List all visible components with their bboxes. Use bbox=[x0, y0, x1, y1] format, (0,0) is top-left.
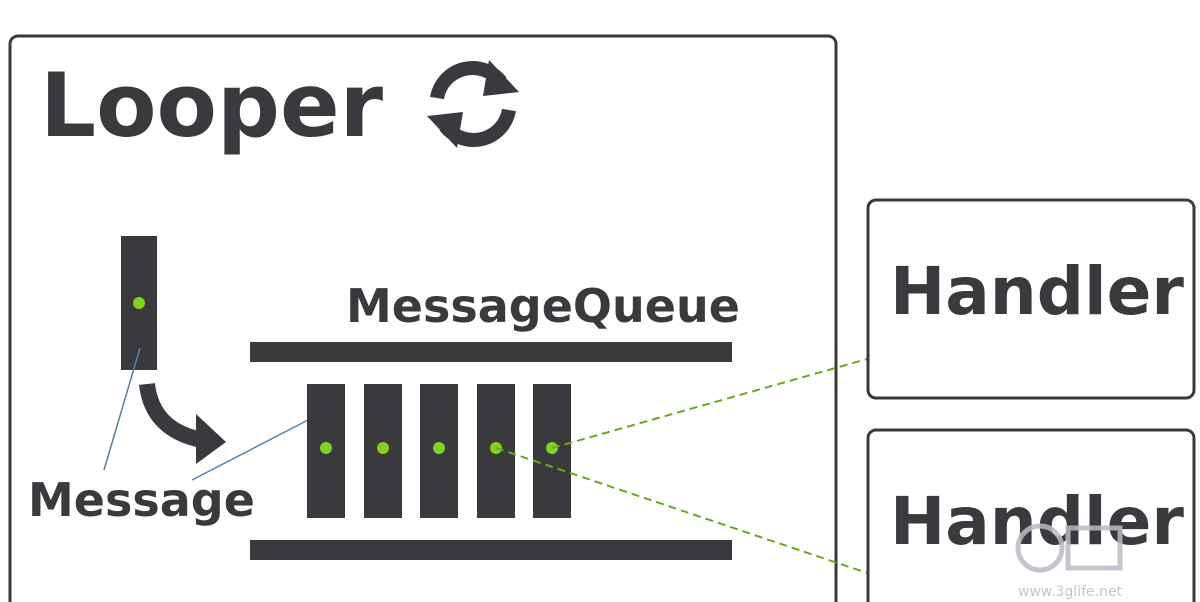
watermark-logo-icon bbox=[1015, 523, 1065, 573]
message-queue-title: MessageQueue bbox=[346, 279, 740, 333]
handler-box-2 bbox=[866, 428, 1196, 602]
handler-label-1: Handler bbox=[890, 253, 1184, 330]
message-pointer-line bbox=[103, 347, 141, 471]
looper-frame bbox=[8, 34, 838, 602]
dispatch-line-handler-2 bbox=[495, 447, 889, 581]
watermark: www.3glife.net bbox=[1015, 523, 1123, 600]
queue-message-dot bbox=[433, 442, 445, 454]
refresh-cycle-icon bbox=[427, 60, 519, 148]
incoming-message-dot bbox=[133, 297, 145, 309]
queue-message-dot bbox=[320, 442, 332, 454]
queue-bottom-rail bbox=[250, 540, 732, 560]
enqueue-arrowhead bbox=[196, 414, 226, 464]
handler-label-2: Handler bbox=[890, 483, 1184, 560]
handler-box-1 bbox=[866, 198, 1196, 400]
watermark-text: www.3glife.net bbox=[1018, 584, 1123, 600]
dispatch-line-handler-1 bbox=[551, 351, 893, 449]
looper-title: Looper bbox=[40, 54, 384, 157]
queue-message-dot bbox=[377, 442, 389, 454]
queue-top-rail bbox=[250, 342, 732, 362]
message-label: Message bbox=[28, 473, 255, 527]
enqueue-arrow bbox=[139, 382, 204, 448]
queue-messages bbox=[307, 384, 571, 518]
watermark-logo-icon bbox=[1065, 525, 1123, 571]
message-pointer-line bbox=[191, 419, 309, 481]
